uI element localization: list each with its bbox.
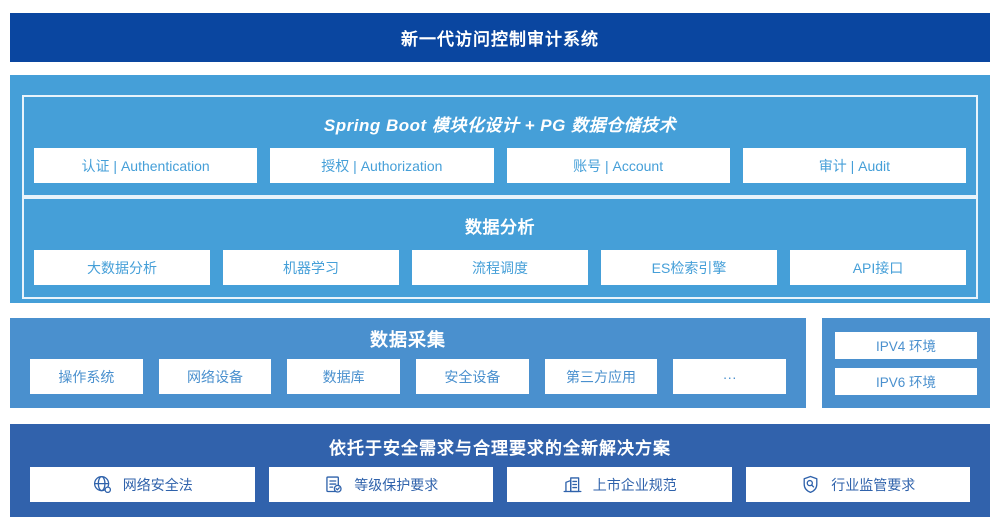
data-analysis-box: 数据分析 大数据分析 机器学习 流程调度 ES检索引擎 API接口 — [22, 197, 978, 299]
page-title: 新一代访问控制审计系统 — [401, 30, 599, 49]
module-authorization: 授权 | Authorization — [270, 148, 494, 183]
data-analysis-title: 数据分析 — [465, 218, 535, 237]
solution-section: 依托于安全需求与合理要求的全新解决方案 网络安全法 — [10, 424, 990, 517]
analysis-workflow: 流程调度 — [412, 250, 588, 285]
banner: 新一代访问控制审计系统 — [10, 13, 990, 62]
env-ipv4: IPV4 环境 — [835, 331, 977, 359]
collection-network-device: 网络设备 — [158, 359, 272, 394]
solution-items: 网络安全法 等级保护要求 — [30, 467, 970, 502]
spring-boot-title: Spring Boot 模块化设计 + PG 数据仓储技术 — [323, 116, 677, 135]
solution-item-label: 等级保护要求 — [354, 476, 439, 493]
solution-classified-protection: 等级保护要求 — [268, 467, 493, 502]
solution-item-label: 网络安全法 — [122, 476, 193, 493]
module-account: 账号 | Account — [506, 148, 730, 183]
data-analysis-items: 大数据分析 机器学习 流程调度 ES检索引擎 API接口 — [34, 250, 966, 285]
spring-boot-module-box: Spring Boot 模块化设计 + PG 数据仓储技术 认证 | Authe… — [22, 95, 978, 197]
data-collection-items: 操作系统 网络设备 数据库 安全设备 第三方应用 ··· — [30, 359, 787, 394]
solution-listed-company: 上市企业规范 — [507, 467, 732, 502]
solution-industry-regulation: 行业监管要求 — [745, 467, 970, 502]
shield-search-icon — [800, 474, 821, 495]
collection-ellipsis: ··· — [673, 359, 787, 394]
data-collection-section: 数据采集 操作系统 网络设备 数据库 安全设备 第三方应用 ··· — [10, 318, 806, 408]
solution-cybersecurity-law: 网络安全法 — [30, 467, 255, 502]
document-check-icon — [323, 474, 344, 495]
building-icon — [562, 474, 583, 495]
solution-title: 依托于安全需求与合理要求的全新解决方案 — [329, 439, 671, 458]
analysis-es-search: ES检索引擎 — [601, 250, 777, 285]
analysis-api: API接口 — [790, 250, 966, 285]
module-audit: 审计 | Audit — [742, 148, 966, 183]
env-ipv6: IPV6 环境 — [835, 367, 977, 395]
data-collection-title: 数据采集 — [370, 330, 446, 350]
ip-environment-section: IPV4 环境 IPV6 环境 — [822, 318, 990, 408]
collection-database: 数据库 — [287, 359, 401, 394]
collection-os: 操作系统 — [30, 359, 143, 394]
spring-boot-items: 认证 | Authentication 授权 | Authorization 账… — [34, 148, 966, 183]
solution-item-label: 行业监管要求 — [831, 476, 916, 493]
collection-third-party-app: 第三方应用 — [544, 359, 658, 394]
analysis-bigdata: 大数据分析 — [34, 250, 210, 285]
module-authentication: 认证 | Authentication — [34, 148, 258, 183]
solution-item-label: 上市企业规范 — [592, 476, 677, 493]
analysis-machine-learning: 机器学习 — [223, 250, 399, 285]
collection-security-device: 安全设备 — [416, 359, 529, 394]
globe-icon — [92, 474, 113, 495]
platform-section: Spring Boot 模块化设计 + PG 数据仓储技术 认证 | Authe… — [10, 75, 990, 303]
